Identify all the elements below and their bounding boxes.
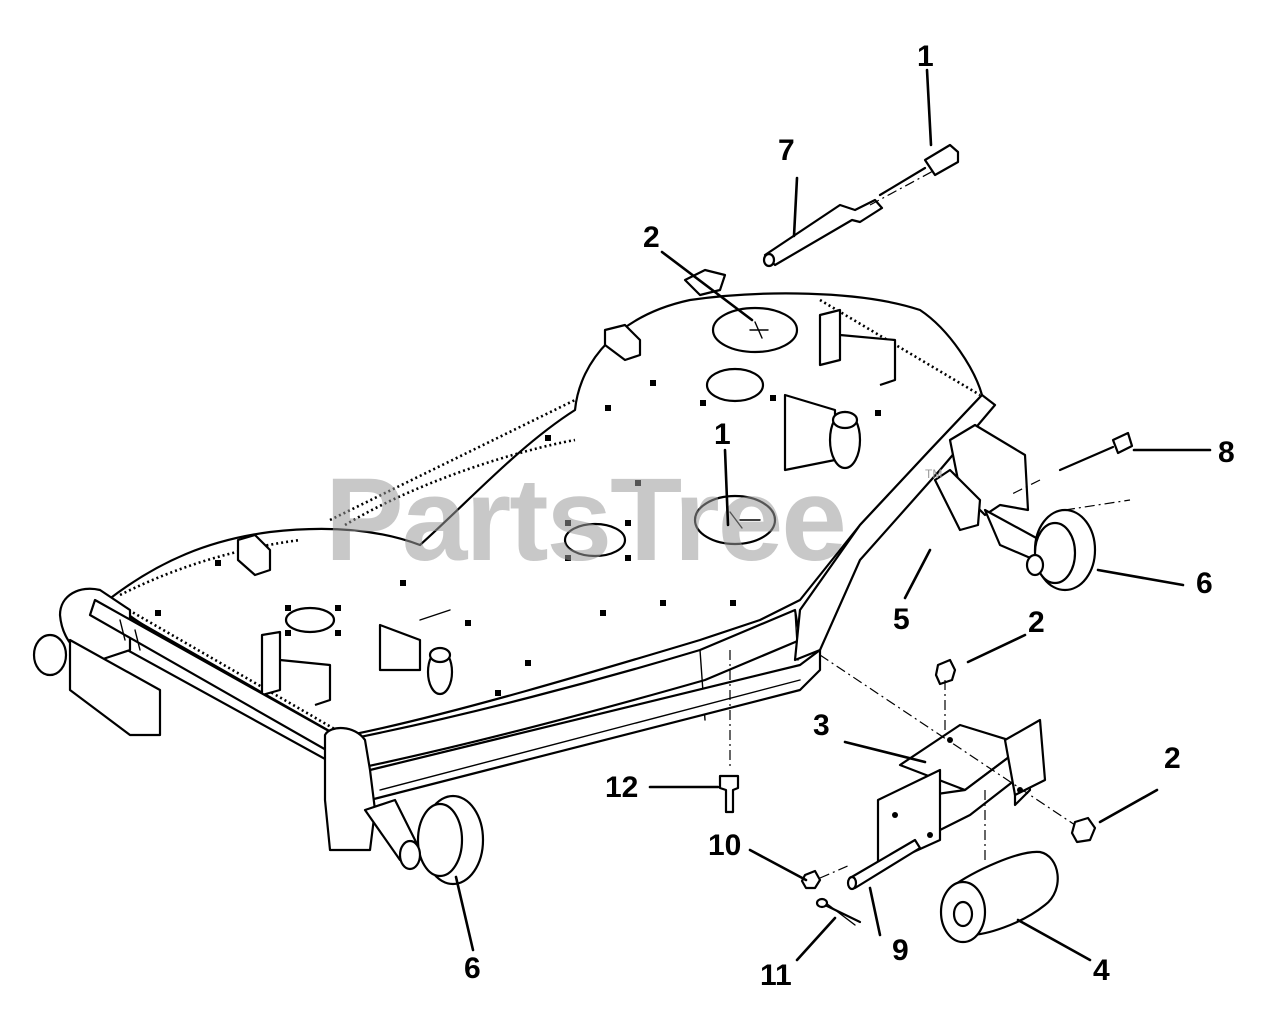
callout-3-bracket: 3	[813, 709, 830, 742]
rear-wheel-assembly	[933, 423, 1131, 592]
deck-body	[98, 268, 997, 802]
callout-2-nut-upper: 2	[1028, 606, 1045, 639]
callout-6-front-wheel: 6	[464, 952, 481, 985]
hardware-parts	[718, 143, 1134, 944]
callout-11-cotter: 11	[760, 959, 792, 992]
callout-2-nut-lower: 2	[1164, 742, 1181, 775]
callout-12-bolt: 12	[605, 771, 638, 804]
callouts: 1 7 2 1 8 6 5 2 3 2 12 10 9 11 4 6	[464, 40, 1235, 992]
callout-1-bolt-top: 1	[917, 40, 934, 73]
callout-7-pin: 7	[778, 134, 795, 167]
callout-9-pin: 9	[892, 934, 909, 967]
callout-5: 5	[893, 603, 910, 636]
front-caster-wheel	[323, 727, 485, 886]
callout-2-spindle-nut: 2	[643, 221, 660, 254]
watermark-trademark: TM	[925, 467, 942, 481]
callout-8-bolt: 8	[1218, 436, 1235, 469]
watermark: PartsTree TM	[325, 454, 942, 586]
callout-4-roller: 4	[1093, 954, 1110, 987]
watermark-text: PartsTree	[325, 454, 845, 586]
callout-1-spindle-bolt: 1	[714, 418, 731, 451]
callout-10-nut: 10	[708, 829, 741, 862]
callout-6-rear-wheel: 6	[1196, 567, 1213, 600]
leader-lines	[454, 68, 1212, 962]
